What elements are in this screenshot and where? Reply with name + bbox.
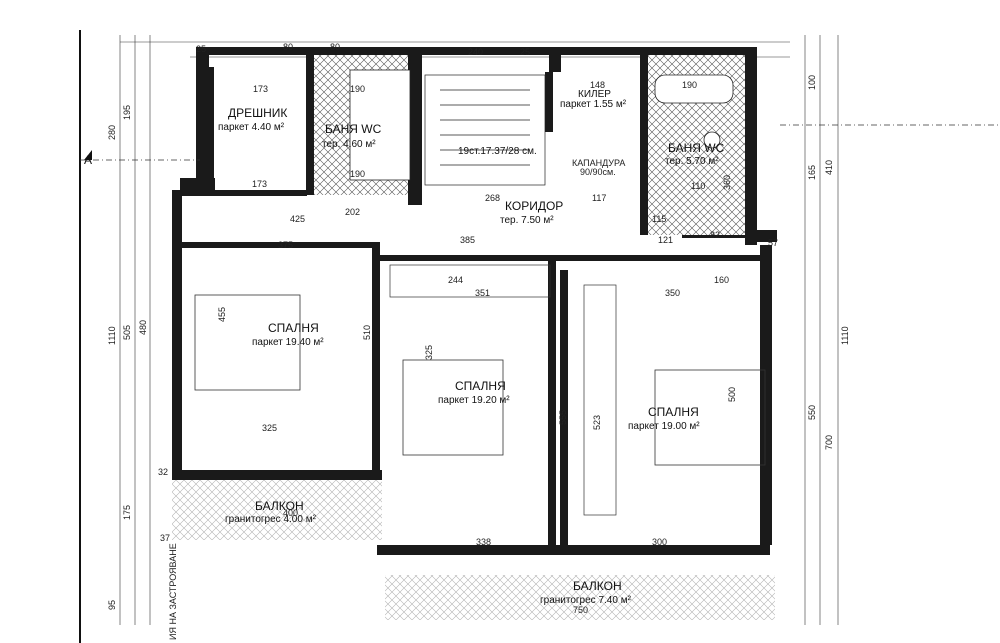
- bed-icon: [654, 369, 766, 466]
- bed-icon: [194, 294, 301, 391]
- dimension-label: 244: [448, 275, 463, 285]
- dimension-label: 202: [345, 207, 360, 217]
- dimension-label: 351: [475, 288, 490, 298]
- railing-size: 90/90см.: [580, 167, 616, 177]
- room-area: гранитогрес 4.00 м²: [225, 514, 317, 525]
- dimension-label: 110: [691, 181, 705, 191]
- dimension-label: 95: [107, 600, 117, 610]
- room-area: паркет 19.40 м²: [252, 337, 324, 348]
- dimension-label: 117: [592, 193, 606, 203]
- dimension-label: 750: [573, 605, 588, 615]
- room-name: ДРЕШНИК: [228, 106, 287, 120]
- exterior-walls: [172, 47, 777, 555]
- toilet-icon: [703, 131, 721, 149]
- dimension-label: 325: [262, 423, 277, 433]
- room-name: СПАЛНЯ: [648, 405, 699, 419]
- room-area: тер. 5.70 м²: [665, 156, 719, 167]
- bathtub-icon: [654, 74, 734, 104]
- dimension-label: 410: [824, 160, 834, 175]
- dimension-label: 160: [714, 275, 729, 285]
- room-name: КИЛЕР: [578, 89, 611, 100]
- room-name: СПАЛНЯ: [455, 379, 506, 393]
- dimension-label: 425: [290, 214, 305, 224]
- dimension-label: 80: [330, 42, 340, 52]
- room-name: БАНЯ WC: [325, 122, 382, 136]
- dimension-label: 173: [253, 84, 268, 94]
- dimension-label: 175: [122, 505, 132, 520]
- dimension-label: 385: [460, 235, 475, 245]
- dimension-label: 268: [485, 193, 500, 203]
- dimension-label: 325: [424, 345, 434, 360]
- dimension-label: 37: [160, 533, 170, 543]
- section-marker-icon: [80, 124, 1000, 161]
- dimension-labels: 25 80 80 240 25 173 190 190 173 148 190 …: [107, 42, 850, 615]
- room-area: тер. 7.50 м²: [500, 215, 554, 226]
- dimension-label: 1110: [840, 326, 850, 345]
- wardrobe-icon: [389, 264, 551, 298]
- dimension-label: 500: [727, 387, 737, 402]
- wardrobe-icon: [583, 284, 617, 516]
- dimension-label: 80: [283, 42, 293, 52]
- dimension-label: 100: [807, 75, 817, 90]
- dimension-label: 338: [476, 537, 491, 547]
- room-area: паркет 19.20 м²: [438, 395, 510, 406]
- dimension-label: 32: [158, 467, 168, 477]
- dimension-label: 700: [824, 435, 834, 450]
- dimension-label: 360: [722, 175, 732, 190]
- dimension-label: 173: [252, 179, 267, 189]
- room-name: БАЛКОН: [255, 499, 304, 513]
- side-note: ИЯ НА ЗАСТРОЯВАНЕ: [168, 543, 178, 640]
- dimension-label: 57: [768, 238, 778, 248]
- room-name: БАЛКОН: [573, 579, 622, 593]
- dimension-label: 523: [592, 415, 602, 430]
- interior-walls: [182, 55, 765, 550]
- dimension-label: 510: [362, 325, 372, 340]
- dimension-label: 1110: [107, 326, 117, 345]
- dimension-label: 455: [217, 307, 227, 322]
- dimension-label: 25: [196, 44, 206, 54]
- dimension-label: 400: [283, 508, 298, 518]
- dimension-label: 190: [350, 169, 365, 179]
- railing-note: КАПАНДУРА: [572, 158, 625, 168]
- dimension-label: 300: [652, 537, 667, 547]
- staircase: [424, 74, 546, 186]
- bed-icon: [402, 359, 504, 456]
- dimension-label: 195: [122, 105, 132, 120]
- dimension-label: 165: [807, 165, 817, 180]
- dimension-label: 121: [658, 235, 673, 245]
- room-area: тер. 4.60 м²: [322, 139, 376, 150]
- dimension-label: 25: [520, 47, 530, 57]
- dimension-label: 115: [652, 214, 666, 224]
- dimension-label: 190: [682, 80, 697, 90]
- balcony-left-floor: [172, 480, 382, 540]
- dimension-label: 375: [278, 240, 293, 250]
- dimension-label: 555: [558, 410, 568, 425]
- dimension-label: 280: [107, 125, 117, 140]
- dimension-lines: [119, 35, 839, 625]
- room-name: СПАЛНЯ: [268, 321, 319, 335]
- room-area: паркет 4.40 м²: [218, 122, 285, 133]
- dimension-label: 550: [807, 405, 817, 420]
- room-name: БАНЯ WC: [668, 141, 725, 155]
- room-name: КОРИДОР: [505, 199, 563, 213]
- dimension-label: 480: [138, 320, 148, 335]
- room-area: гранитогрес 7.40 м²: [540, 595, 632, 606]
- room-area: паркет 19.00 м²: [628, 421, 700, 432]
- dimension-label: 240: [468, 47, 483, 57]
- dimension-label: 82: [710, 230, 720, 240]
- section-marker-label: A: [84, 153, 92, 167]
- room-area: паркет 1.55 м²: [560, 99, 627, 110]
- balcony-bottom-floor: [385, 575, 775, 620]
- dimension-label: 148: [590, 80, 605, 90]
- stairs-note: 19ст.17.37/28 см.: [458, 146, 537, 157]
- dimension-label: 505: [122, 325, 132, 340]
- dimension-label: 190: [350, 84, 365, 94]
- dimension-label: 350: [665, 288, 680, 298]
